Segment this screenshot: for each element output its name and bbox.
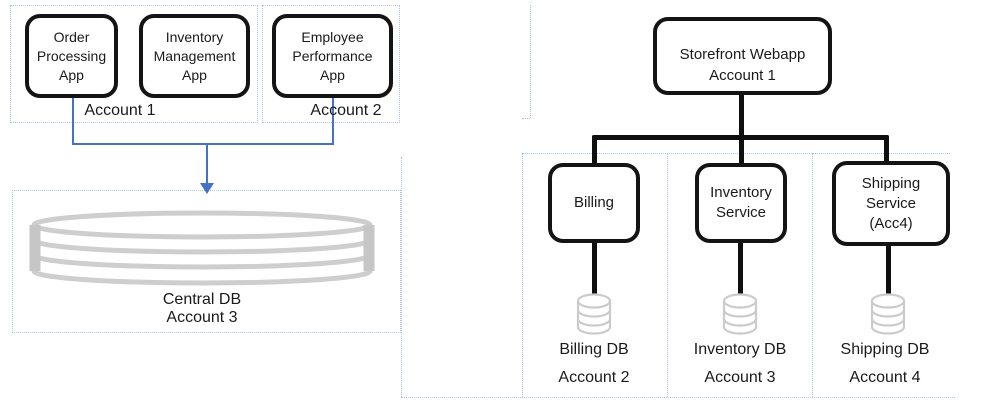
app-box-inventory-management-label: Inventory Management App <box>153 28 236 83</box>
black-connector-billing-drop <box>592 135 597 165</box>
central-db-name: Central DB <box>162 291 242 308</box>
dashed-guide-bottom <box>401 397 955 398</box>
black-connector-shipping-drop <box>884 135 889 163</box>
shipping-database-icon <box>870 293 906 335</box>
blue-connector-right-drop <box>332 98 334 144</box>
black-connector-inventory-db <box>738 241 743 297</box>
storefront-webapp-box: Storefront Webapp Account 1 <box>653 17 832 95</box>
service-box-shipping-label: Shipping Service (Acc4) <box>861 174 921 232</box>
account1-group-label: Account 1 <box>84 102 156 119</box>
dashed-column-separator-2 <box>667 153 668 397</box>
inventory-db-account-label: Account 3 <box>704 369 776 386</box>
service-box-billing-label: Billing <box>573 194 615 211</box>
storefront-webapp-name: Storefront Webapp <box>679 46 806 63</box>
black-connector-shipping-db <box>886 244 891 297</box>
shipping-db-account-label: Account 4 <box>849 369 921 386</box>
dashed-guide-tick <box>522 118 530 119</box>
inventory-db-label: Inventory DB <box>693 341 787 358</box>
dashed-guide-vertical-top <box>530 5 531 118</box>
account1-group-boundary <box>10 5 258 123</box>
service-box-shipping: Shipping Service (Acc4) <box>832 161 950 246</box>
arrowhead-down-icon <box>200 183 214 194</box>
service-box-inventory: Inventory Service <box>695 163 787 243</box>
central-database-icon <box>29 210 375 286</box>
service-box-billing: Billing <box>548 163 640 243</box>
service-box-inventory-label: Inventory Service <box>710 184 772 221</box>
blue-connector-left-drop <box>72 98 74 144</box>
account2-group-label: Account 2 <box>310 102 382 119</box>
dashed-guide-vertical-left <box>401 157 402 397</box>
app-box-employee-performance-label: Employee Performance App <box>292 28 373 83</box>
blue-connector-horizontal <box>72 143 334 145</box>
black-connector-horizontal-bar <box>592 135 889 140</box>
dashed-column-separator-1 <box>522 153 523 397</box>
app-box-order-processing-label: Order Processing App <box>36 28 107 83</box>
black-connector-root-drop <box>739 93 744 167</box>
billing-db-label: Billing DB <box>559 341 629 358</box>
app-box-order-processing: Order Processing App <box>25 14 118 98</box>
billing-db-account-label: Account 2 <box>558 369 630 386</box>
billing-database-icon <box>576 293 612 335</box>
central-db-account: Account 3 <box>166 309 238 326</box>
app-box-inventory-management: Inventory Management App <box>139 14 250 98</box>
inventory-database-icon <box>722 293 758 335</box>
app-box-employee-performance: Employee Performance App <box>272 14 393 98</box>
storefront-webapp-account: Account 1 <box>709 67 776 84</box>
dashed-column-separator-3 <box>812 153 813 397</box>
account2-group-boundary <box>262 5 400 123</box>
dashed-columns-top <box>523 153 950 154</box>
black-connector-billing-db <box>592 241 597 297</box>
shipping-db-label: Shipping DB <box>840 341 930 358</box>
blue-connector-center-drop <box>206 143 208 184</box>
